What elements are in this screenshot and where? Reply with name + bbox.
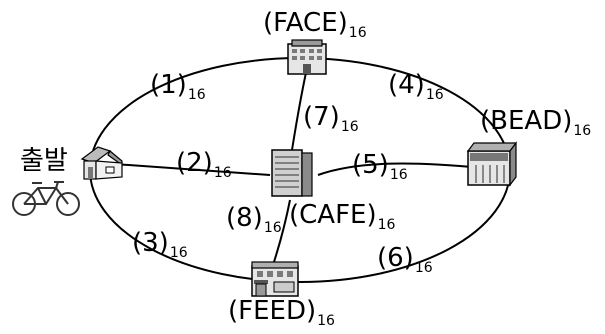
- edge-base: 16: [263, 220, 282, 236]
- edge-base: 16: [414, 260, 433, 276]
- edge-7: [291, 67, 308, 151]
- edge-label: (1): [150, 70, 187, 100]
- edge-base: 16: [389, 167, 408, 183]
- edge-label: (5): [352, 150, 389, 180]
- node-base: 16: [377, 217, 396, 233]
- shop-building-icon: [251, 261, 299, 297]
- edge-label: (3): [132, 228, 169, 258]
- node-base: 16: [317, 313, 335, 329]
- edge-base: 16: [187, 87, 206, 103]
- edge-label: (8): [226, 203, 263, 233]
- house-icon: [80, 146, 123, 180]
- edge-label-7: (7)16: [303, 104, 359, 134]
- edge-2: [99, 162, 271, 176]
- storefront-icon: [466, 141, 518, 187]
- edge-label-1: (1)16: [150, 72, 206, 102]
- node-name: (BEAD): [480, 106, 573, 136]
- edge-label: (7): [303, 102, 340, 132]
- edge-label-6: (6)16: [377, 245, 433, 275]
- node-base: 16: [573, 123, 592, 139]
- edge-base: 16: [169, 245, 188, 261]
- office-building-icon: [287, 39, 327, 75]
- bicycle-icon: [12, 181, 80, 216]
- tower-building-icon: [271, 149, 313, 197]
- edge-label-4: (4)16: [388, 72, 444, 102]
- node-name: (FEED): [228, 296, 317, 326]
- node-label-feed: (FEED)16: [228, 298, 335, 328]
- start-label: 출발: [20, 146, 68, 176]
- edge-label: (4): [388, 70, 425, 100]
- edge-5: [317, 162, 483, 176]
- edge-label: (2): [176, 148, 213, 178]
- edge-base: 16: [340, 119, 359, 135]
- node-base: 16: [348, 25, 367, 41]
- node-label-bead: (BEAD)16: [480, 108, 591, 138]
- edge-label-5: (5)16: [352, 152, 408, 182]
- edge-label: (6): [377, 243, 414, 273]
- node-label-cafe: (CAFE)16: [289, 202, 395, 232]
- edge-label-2: (2)16: [176, 150, 232, 180]
- node-name: (FACE): [263, 8, 348, 38]
- edge-base: 16: [213, 165, 232, 181]
- node-label-face: (FACE)16: [263, 10, 367, 40]
- edge-label-3: (3)16: [132, 230, 188, 260]
- node-name: (CAFE): [289, 200, 377, 230]
- edge-label-8: (8)16: [226, 205, 282, 235]
- edge-base: 16: [425, 87, 444, 103]
